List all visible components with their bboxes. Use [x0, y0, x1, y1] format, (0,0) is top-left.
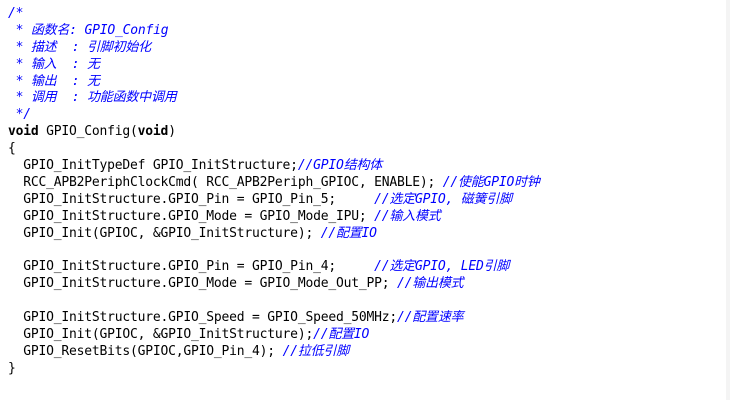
code-text: GPIO_Init(GPIOC, &GPIO_InitStructure);	[8, 225, 321, 241]
code-comment: //使能GPIO时钟	[442, 174, 540, 190]
code-text: GPIO_Config(	[38, 124, 138, 140]
code-comment: * 输出 : 无	[8, 73, 100, 89]
code-comment: //配置IO	[313, 326, 370, 342]
code-text: }	[8, 360, 16, 376]
code-comment: * 函数名: GPIO_Config	[8, 22, 169, 38]
code-line[interactable]: */	[8, 107, 724, 124]
code-text: GPIO_InitStructure.GPIO_Pin = GPIO_Pin_5…	[8, 191, 375, 207]
code-comment: * 描述 : 引脚初始化	[8, 39, 152, 55]
code-line[interactable]: GPIO_ResetBits(GPIOC,GPIO_Pin_4); //拉低引脚	[8, 344, 724, 361]
code-text: GPIO_InitStructure.GPIO_Speed = GPIO_Spe…	[8, 310, 397, 326]
code-comment: //输入模式	[374, 208, 441, 224]
vertical-scrollbar[interactable]	[726, 0, 730, 400]
code-line[interactable]: GPIO_InitStructure.GPIO_Speed = GPIO_Spe…	[8, 310, 724, 327]
code-comment: //选定GPIO, LED引脚	[374, 259, 510, 275]
code-text: GPIO_ResetBits(GPIOC,GPIO_Pin_4);	[8, 343, 283, 359]
code-line[interactable]: * 输出 : 无	[8, 74, 724, 91]
code-text: GPIO_InitStructure.GPIO_Mode = GPIO_Mode…	[8, 208, 375, 224]
code-line[interactable]: GPIO_InitStructure.GPIO_Mode = GPIO_Mode…	[8, 209, 724, 226]
code-text: )	[168, 124, 176, 140]
code-comment: */	[8, 107, 31, 123]
code-line[interactable]: }	[8, 361, 724, 378]
blank-line[interactable]	[8, 293, 724, 310]
code-line[interactable]: * 描述 : 引脚初始化	[8, 40, 724, 57]
code-comment: * 调用 : 功能函数中调用	[8, 90, 177, 106]
code-text: GPIO_InitStructure.GPIO_Mode = GPIO_Mode…	[8, 276, 397, 292]
code-comment: //选定GPIO, 磁簧引脚	[374, 191, 512, 207]
code-text: GPIO_InitTypeDef GPIO_InitStructure;	[8, 158, 298, 174]
code-line[interactable]: * 调用 : 功能函数中调用	[8, 90, 724, 107]
code-text: GPIO_InitStructure.GPIO_Pin = GPIO_Pin_4…	[8, 259, 375, 275]
code-line[interactable]: * 函数名: GPIO_Config	[8, 23, 724, 40]
code-comment: //GPIO结构体	[297, 158, 382, 174]
code-line[interactable]: GPIO_Init(GPIOC, &GPIO_InitStructure); /…	[8, 226, 724, 243]
code-line[interactable]: /*	[8, 6, 724, 23]
code-text: {	[8, 141, 16, 157]
code-comment: * 输入 : 无	[8, 56, 100, 72]
code-line[interactable]: GPIO_InitStructure.GPIO_Mode = GPIO_Mode…	[8, 276, 724, 293]
code-comment: //配置IO	[320, 225, 377, 241]
code-comment: //配置速率	[396, 310, 464, 326]
blank-line[interactable]	[8, 242, 724, 259]
code-comment: //输出模式	[396, 276, 464, 292]
code-line[interactable]: GPIO_InitTypeDef GPIO_InitStructure;//GP…	[8, 158, 724, 175]
code-comment: /*	[8, 6, 24, 21]
code-line[interactable]: RCC_APB2PeriphClockCmd( RCC_APB2Periph_G…	[8, 175, 724, 192]
code-keyword: void	[137, 124, 169, 140]
code-text: RCC_APB2PeriphClockCmd( RCC_APB2Periph_G…	[8, 174, 443, 190]
code-line[interactable]: {	[8, 141, 724, 158]
code-comment: //拉低引脚	[282, 343, 350, 359]
code-area[interactable]: /* * 函数名: GPIO_Config * 描述 : 引脚初始化 * 输入 …	[8, 6, 724, 378]
code-line[interactable]: * 输入 : 无	[8, 57, 724, 74]
code-text: GPIO_Init(GPIOC, &GPIO_InitStructure);	[8, 326, 314, 342]
code-line[interactable]: void GPIO_Config(void)	[8, 124, 724, 141]
code-keyword: void	[8, 124, 39, 140]
code-line[interactable]: GPIO_InitStructure.GPIO_Pin = GPIO_Pin_4…	[8, 259, 724, 276]
code-line[interactable]: GPIO_Init(GPIOC, &GPIO_InitStructure);//…	[8, 327, 724, 344]
code-line[interactable]: GPIO_InitStructure.GPIO_Pin = GPIO_Pin_5…	[8, 192, 724, 209]
